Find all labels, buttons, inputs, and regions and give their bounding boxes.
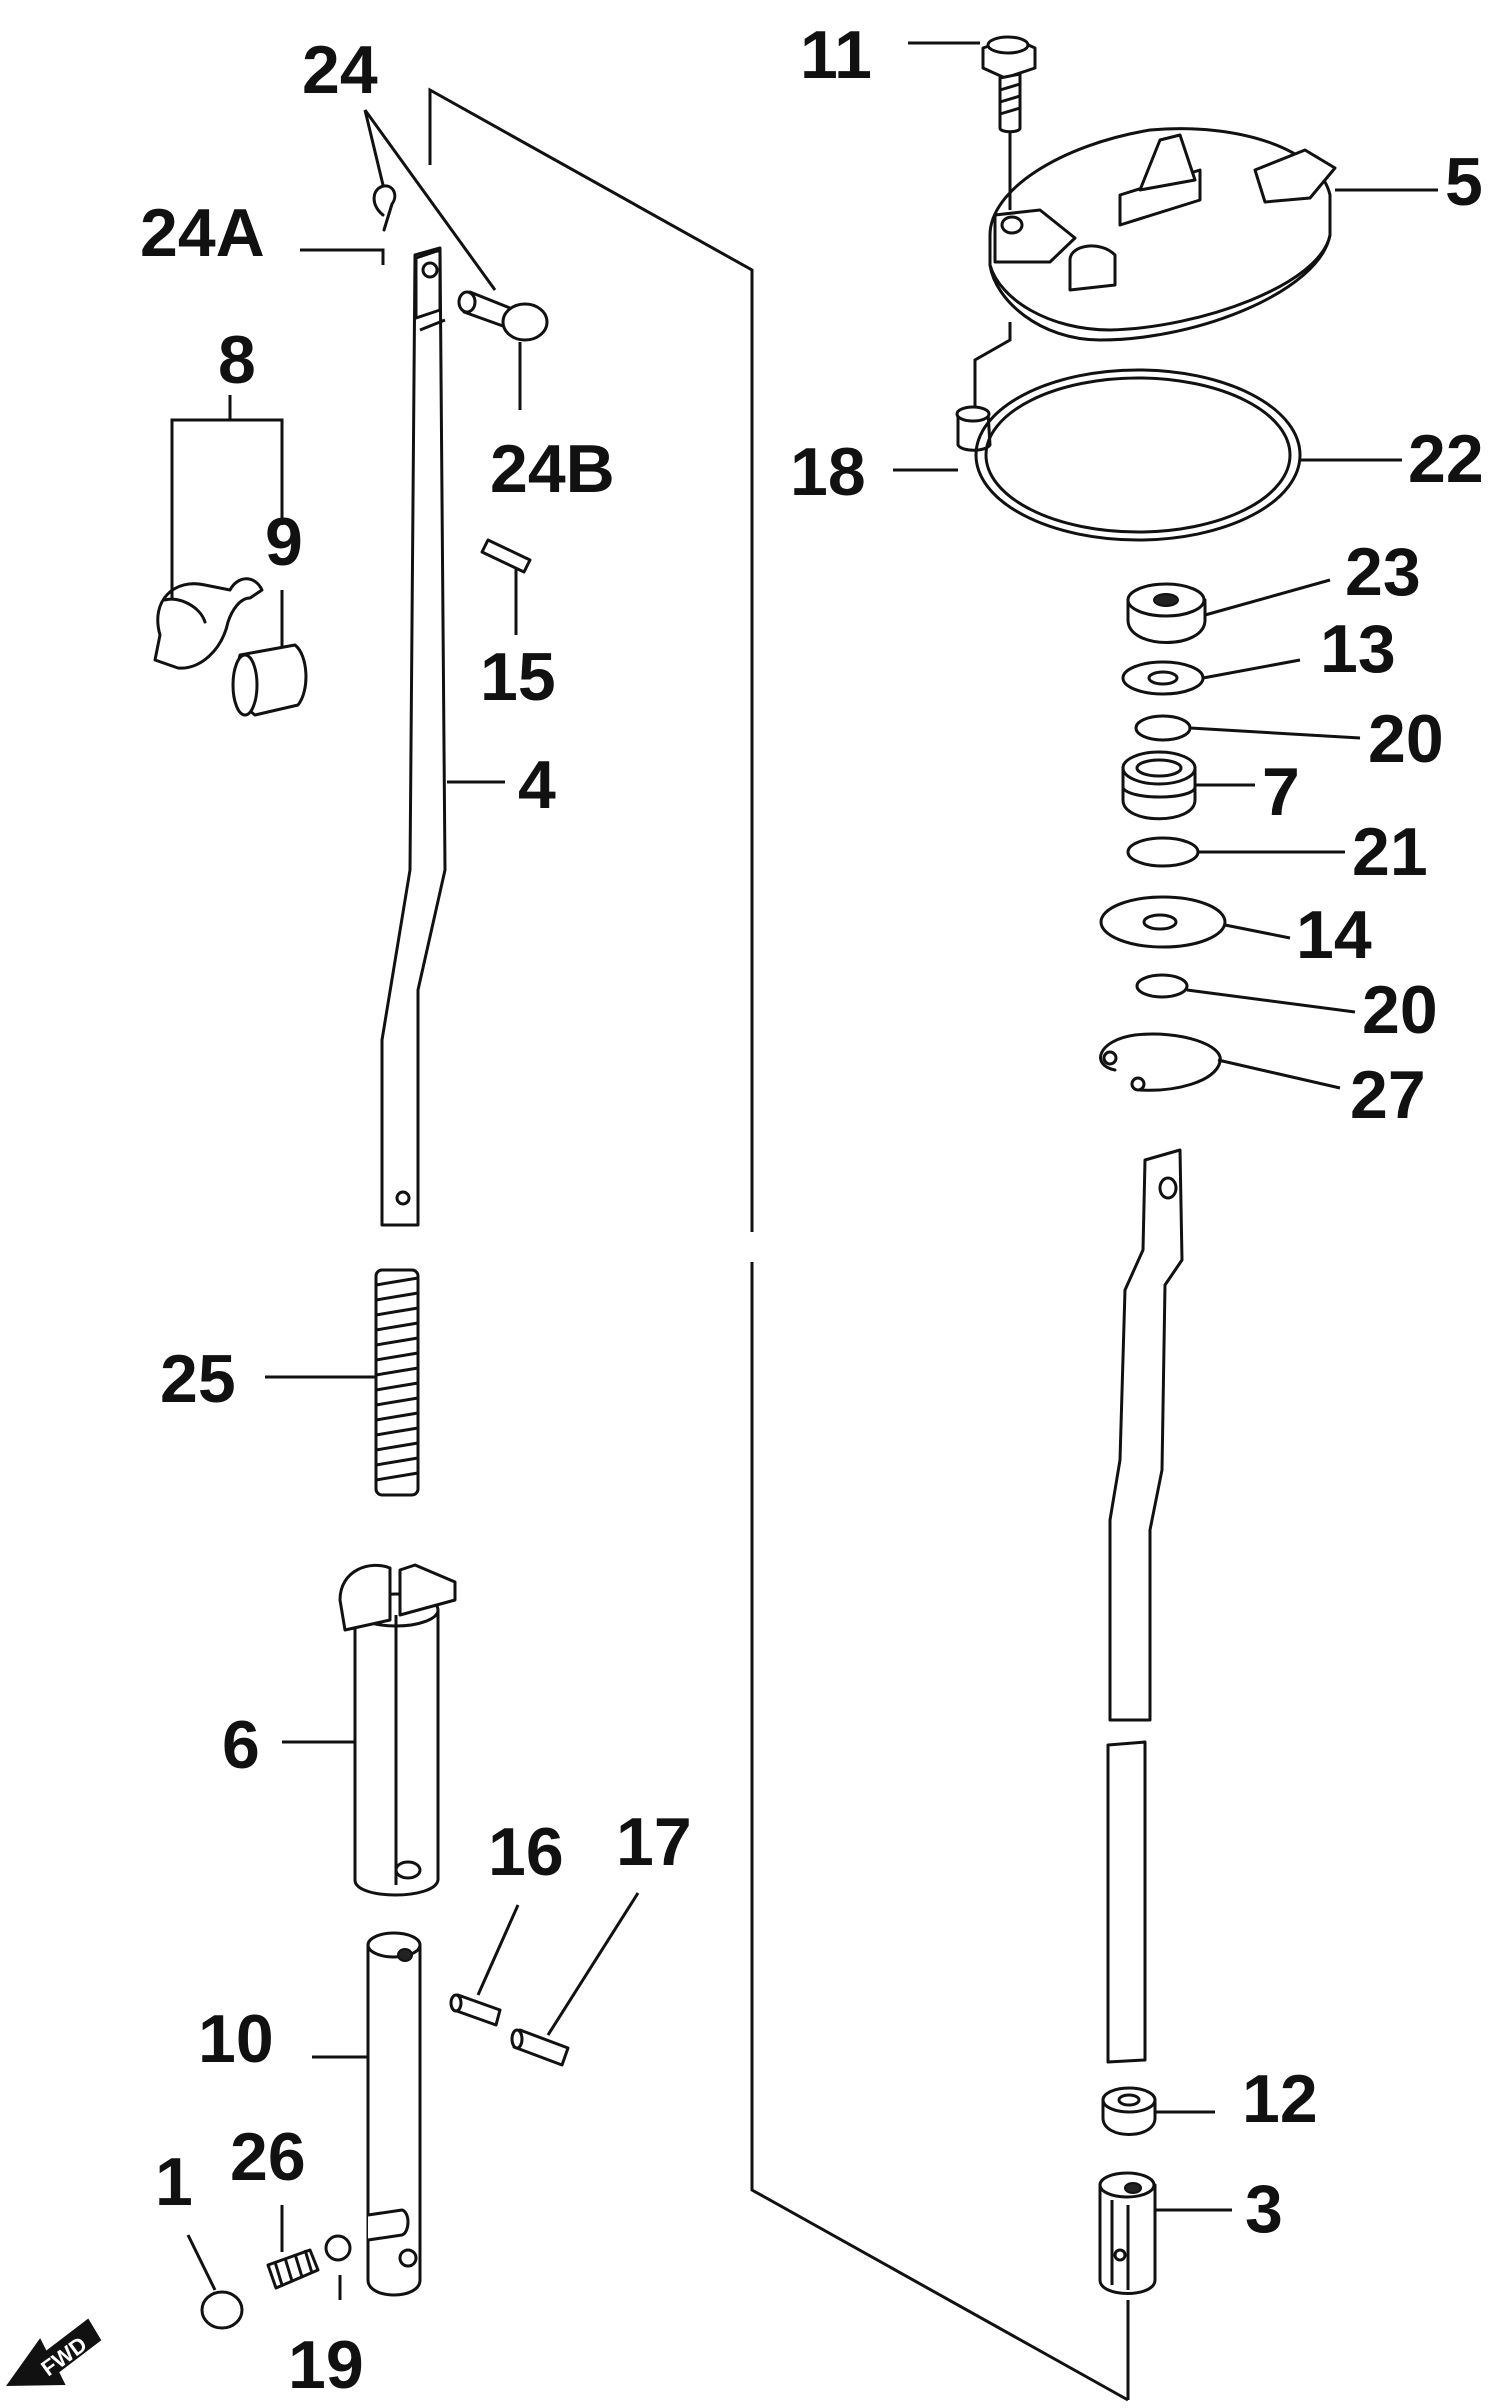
part-12-collar — [1101, 2086, 1157, 2136]
part-19-detent-ball — [324, 2234, 352, 2262]
callout-20-upper: 20 — [1368, 701, 1444, 777]
callout-6: 6 — [222, 1707, 260, 1783]
part-14-washer — [1099, 895, 1227, 949]
callout-27: 27 — [1350, 1057, 1426, 1133]
callout-11: 11 — [800, 17, 872, 93]
callout-18: 18 — [790, 434, 866, 510]
part-22-o-ring — [974, 368, 1302, 542]
assembly-frame — [428, 87, 1130, 2402]
callout-15: 15 — [480, 639, 556, 715]
part-10-shift-cam-rod — [366, 1931, 422, 2297]
part-27-retaining-ring — [1099, 1032, 1222, 1092]
part-25-coil-spring — [374, 1268, 420, 1497]
callout-20-lower: 20 — [1362, 972, 1438, 1048]
callout-labels: 24 24A 24B 8 9 15 4 25 6 16 17 10 1 26 1… — [140, 17, 1484, 2403]
callout-25: 25 — [160, 1341, 236, 1417]
part-26-small-spring — [266, 2248, 320, 2290]
callout-9: 9 — [265, 504, 303, 580]
callout-4: 4 — [518, 747, 556, 823]
part-20-o-ring-lower — [1135, 973, 1189, 999]
callout-8: 8 — [218, 322, 256, 398]
part-23-bushing — [1126, 582, 1207, 644]
callout-10: 10 — [198, 2001, 274, 2077]
part-3-coupler-sleeve — [1098, 2171, 1157, 2295]
callout-7: 7 — [1262, 754, 1300, 830]
fwd-arrow-icon: FWD — [6, 2318, 102, 2387]
callout-24: 24 — [302, 32, 378, 108]
part-11-bolt — [981, 35, 1037, 134]
callout-5: 5 — [1445, 144, 1483, 220]
callout-12: 12 — [1242, 2061, 1318, 2137]
part-15-pin — [480, 538, 532, 574]
callout-22: 22 — [1408, 421, 1484, 497]
callout-16: 16 — [488, 1814, 564, 1890]
part-17-pin — [510, 2028, 570, 2067]
callout-14: 14 — [1296, 897, 1372, 973]
callout-21: 21 — [1352, 814, 1428, 890]
callout-24b: 24B — [490, 431, 615, 507]
part-13-washer — [1121, 660, 1205, 696]
callout-19: 19 — [288, 2327, 364, 2403]
leader-lines — [170, 41, 1438, 2300]
part-18-plug — [955, 405, 992, 452]
part-4-shift-rod — [380, 246, 447, 1227]
part-right-shift-rod — [1106, 1148, 1184, 2064]
callout-24a: 24A — [140, 195, 265, 271]
part-21-o-ring — [1126, 836, 1200, 868]
part-1-plug — [200, 2290, 244, 2330]
part-24a-hairpin-clip — [372, 184, 397, 232]
part-20-o-ring-upper — [1134, 714, 1192, 742]
part-8-shift-clip — [153, 577, 264, 670]
part-24b-clevis-pin — [457, 290, 549, 342]
part-7-seal — [1121, 750, 1197, 821]
callout-13: 13 — [1320, 611, 1396, 687]
part-9-roller — [231, 643, 308, 717]
part-5-shift-housing — [988, 127, 1337, 342]
callout-1: 1 — [155, 2144, 193, 2220]
callout-23: 23 — [1345, 534, 1421, 610]
part-16-pin — [449, 1993, 502, 2027]
callout-17: 17 — [616, 1804, 692, 1880]
callout-3: 3 — [1245, 2171, 1283, 2247]
callout-26: 26 — [230, 2119, 306, 2195]
part-6-actuator-sleeve — [338, 1563, 457, 1897]
